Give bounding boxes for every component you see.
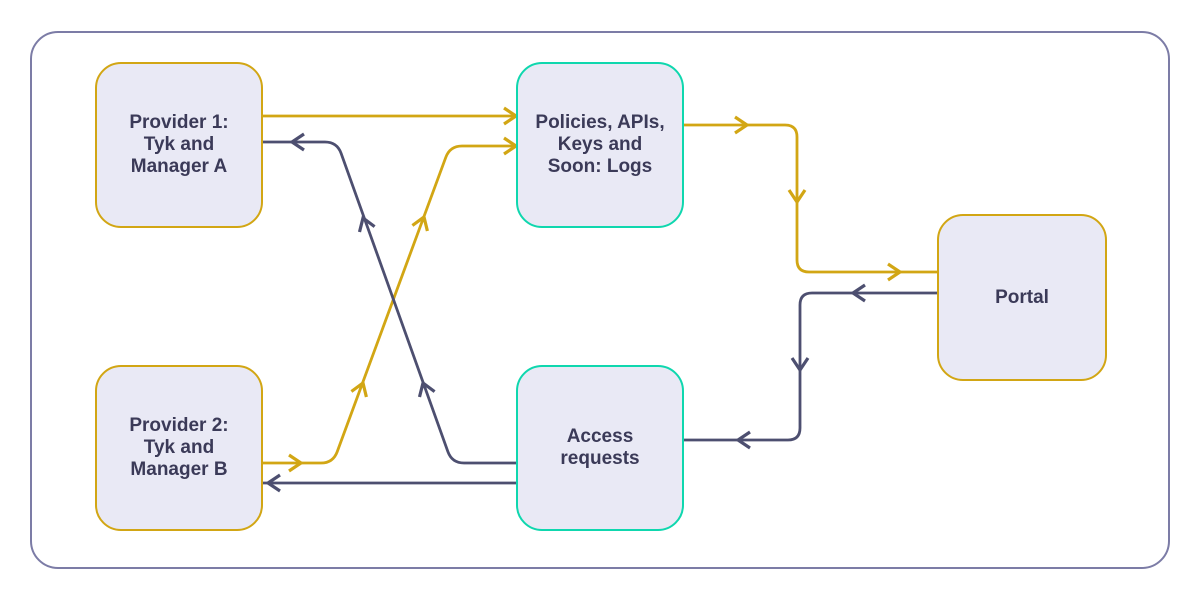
edge-policies-to-portal: [684, 115, 937, 282]
arrowhead-down-icon: [790, 357, 810, 373]
arrowhead-right-icon: [288, 453, 304, 473]
node-provider-1: Provider 1: Tyk and Manager A: [95, 62, 263, 228]
edge-access-requests-to-provider2: [263, 473, 516, 493]
arrowhead-left-icon: [735, 430, 751, 450]
arrowhead-left-icon: [850, 283, 866, 303]
node-provider-1-label: Provider 1: Tyk and Manager A: [129, 112, 229, 177]
arrowhead-right-icon: [734, 115, 750, 135]
arrowhead-left-icon: [265, 473, 281, 493]
edge-access-requests-to-provider1: [263, 132, 516, 465]
edge-provider2-to-policies: [263, 136, 519, 473]
node-policies-label: Policies, APIs, Keys and Soon: Logs: [535, 112, 665, 177]
node-portal-label: Portal: [995, 286, 1049, 308]
arrowhead-up-left-icon: [357, 215, 376, 233]
node-access-requests-label: Access requests: [560, 426, 640, 469]
edge-provider1-to-policies: [263, 106, 519, 126]
arrowhead-left-icon: [289, 132, 305, 152]
arrowhead-right-icon: [887, 262, 903, 282]
node-provider-2: Provider 2: Tyk and Manager B: [95, 365, 263, 531]
arrowhead-down-icon: [787, 189, 807, 205]
node-provider-2-label: Provider 2: Tyk and Manager B: [129, 415, 229, 480]
arrowhead-up-right-icon: [411, 214, 429, 232]
node-access-requests: Access requests: [516, 365, 684, 531]
edge-portal-to-access-requests: [684, 283, 937, 450]
arrowhead-up-right-icon: [350, 380, 368, 398]
node-policies-apis-keys: Policies, APIs, Keys and Soon: Logs: [516, 62, 684, 228]
arrowhead-up-left-icon: [417, 380, 436, 398]
node-portal: Portal: [937, 214, 1107, 381]
diagram-outer-frame: [30, 31, 1170, 569]
